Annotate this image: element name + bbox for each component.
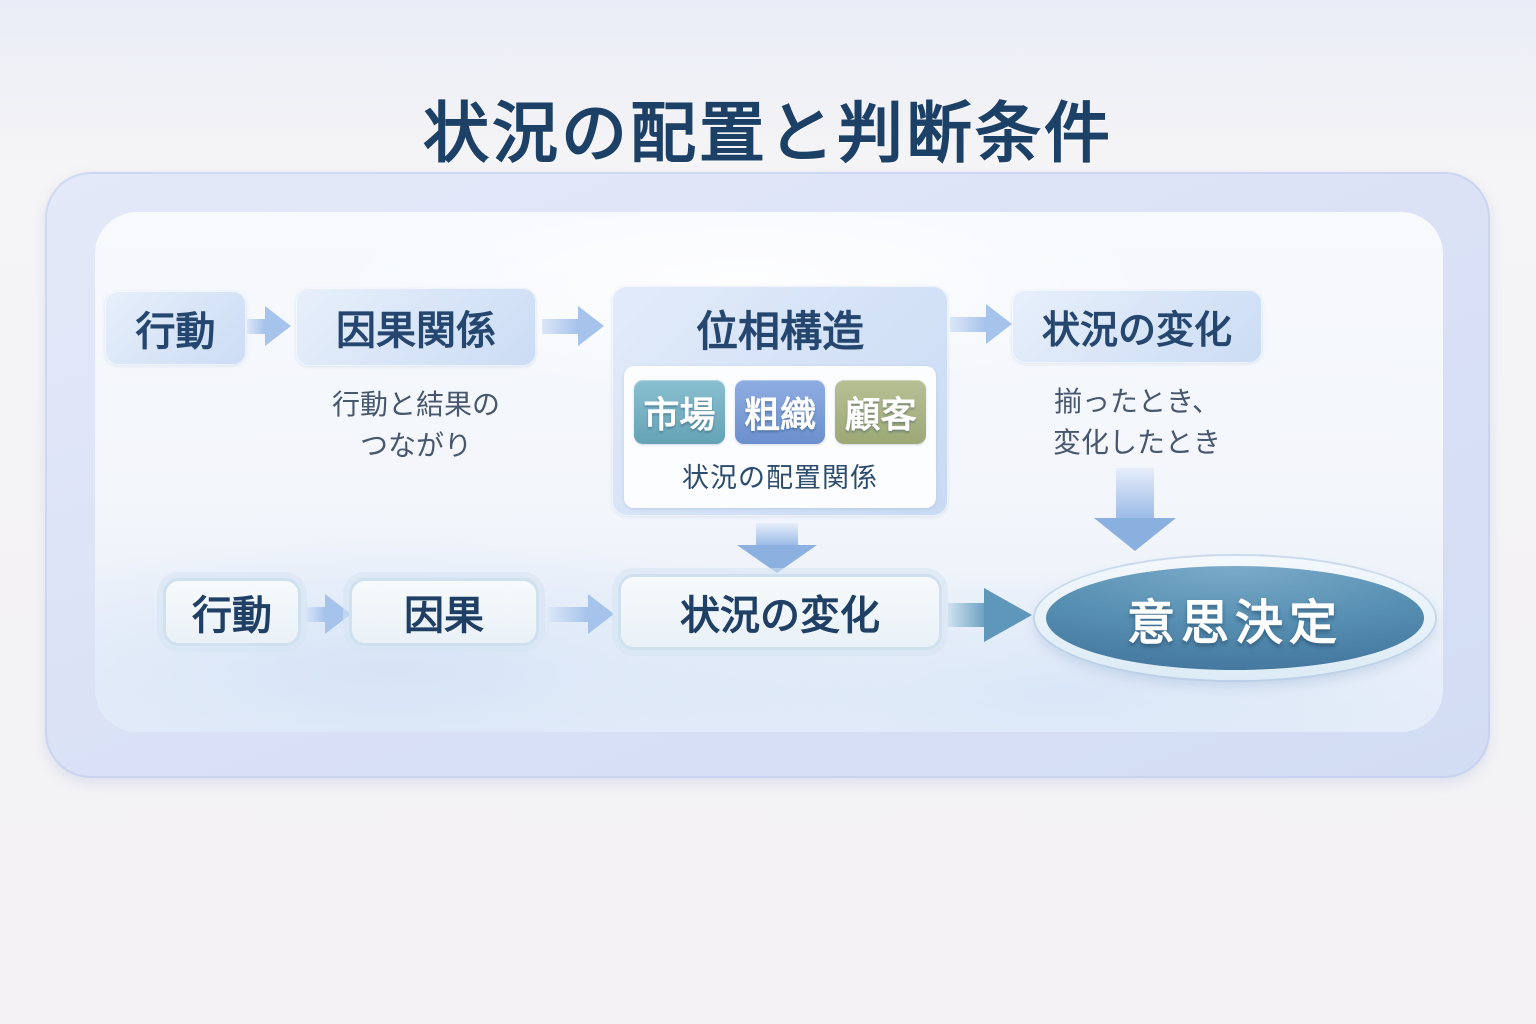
right-arrow-icon <box>542 306 604 346</box>
chip-organization: 粗織 <box>734 380 826 444</box>
arrow-shaft <box>950 316 986 332</box>
causal-box-top-label: 因果関係 <box>336 309 496 353</box>
right-arrow-icon <box>950 304 1012 344</box>
arrow-head <box>737 545 817 573</box>
causal-box-top: 因果関係 <box>296 288 536 366</box>
topology-box: 位相構造 市場 粗織 顧客 状況の配置関係 <box>612 286 948 516</box>
note-line: 行動と結果の <box>331 389 500 420</box>
chip-customer: 顧客 <box>835 380 927 444</box>
change-box-bottom-label: 状況の変化 <box>680 594 880 638</box>
arrow-shaft <box>247 318 265 334</box>
topology-chip-row: 市場 粗織 顧客 <box>624 366 936 444</box>
arrow-shaft <box>542 318 578 334</box>
arrow-shaft <box>548 606 588 622</box>
action-box-bottom-label: 行動 <box>192 594 272 638</box>
arrow-head <box>325 594 351 634</box>
arrow-shaft <box>305 606 325 622</box>
right-arrow-icon <box>305 594 351 634</box>
down-arrow-icon <box>1094 468 1176 551</box>
change-box-top: 状況の変化 <box>1012 290 1262 363</box>
right-arrow-icon <box>948 588 1032 642</box>
topology-box-label: 位相構造 <box>695 308 864 355</box>
change-note: 揃ったとき、 変化したとき <box>1002 382 1272 463</box>
right-arrow-icon <box>247 306 291 346</box>
arrow-shaft <box>756 523 798 545</box>
right-arrow-icon <box>548 594 614 634</box>
change-box-bottom: 状況の変化 <box>618 574 942 650</box>
arrow-head <box>986 304 1012 344</box>
topology-caption: 状況の配置関係 <box>682 463 878 493</box>
note-line: つながり <box>359 429 472 461</box>
down-arrow-icon <box>737 523 817 573</box>
note-line: 変化したとき <box>1052 426 1221 458</box>
action-box-bottom: 行動 <box>163 578 301 646</box>
decision-label: 意思決定 <box>1126 597 1343 650</box>
action-box-top-label: 行動 <box>135 310 216 354</box>
change-box-top-label: 状況の変化 <box>1041 310 1232 352</box>
causal-box-bottom-label: 因果 <box>404 594 484 638</box>
chip-market: 市場 <box>634 380 725 444</box>
arrow-head <box>984 588 1032 642</box>
note-line: 揃ったとき、 <box>1053 386 1221 417</box>
action-box-top: 行動 <box>105 291 246 365</box>
topology-subpanel: 市場 粗織 顧客 状況の配置関係 <box>624 366 936 508</box>
arrow-shaft <box>1116 468 1154 518</box>
causal-note: 行動と結果の つながり <box>296 385 536 466</box>
arrow-head <box>578 306 604 346</box>
decision-ellipse-inner: 意思決定 <box>1046 566 1424 670</box>
slide-title: 状況の配置と判断条件 <box>423 96 1113 170</box>
causal-box-bottom: 因果 <box>349 578 539 646</box>
arrow-head <box>265 306 291 346</box>
arrow-shaft <box>948 603 984 627</box>
decision-ellipse: 意思決定 <box>1035 556 1435 680</box>
arrow-head <box>1094 518 1176 551</box>
arrow-head <box>588 594 614 634</box>
